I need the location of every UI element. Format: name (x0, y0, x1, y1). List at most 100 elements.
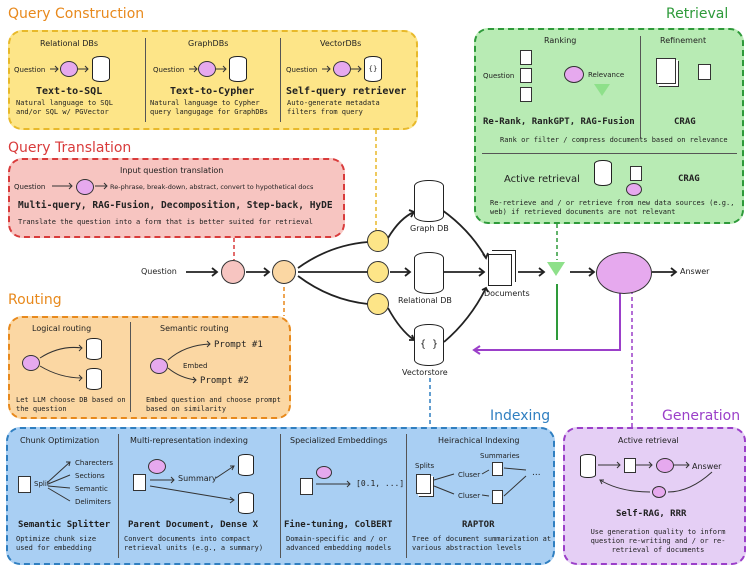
specialized-embeddings-header: Specialized Embeddings (290, 436, 388, 445)
query-translation-panel (8, 158, 345, 238)
ranking-header: Ranking (544, 36, 577, 45)
qt-methods: Multi-query, RAG-Fusion, Decomposition, … (18, 200, 333, 211)
multi-representation-header: Multi-representation indexing (130, 436, 248, 445)
logical-routing-header: Logical routing (32, 324, 92, 333)
splits-label: Splits (415, 462, 435, 470)
hierarchical-ellipsis: ... (532, 468, 541, 478)
self-query-desc: Auto-generate metadata filters from quer… (287, 99, 380, 116)
database-icon-sql (92, 56, 110, 82)
refinement-header: Refinement (660, 36, 707, 45)
active-retrieval-header: Active retrieval (504, 174, 580, 185)
query-construction-title: Query Construction (8, 6, 145, 22)
chunk-desc: Optimize chunk size used for embedding (16, 535, 97, 552)
vector-database-icon-qc: {} (364, 56, 382, 82)
graph-database-icon-routing (86, 368, 102, 390)
document-stack-icon-hierarchical (416, 474, 431, 494)
database-icon-active-retrieval (594, 160, 612, 186)
retrieval-title: Retrieval (666, 6, 729, 22)
filter-icon-ranking (594, 84, 610, 96)
database-icon-generation (580, 454, 596, 478)
document-icon-multirep (133, 474, 146, 491)
refinement-crag-label: CRAG (674, 117, 696, 127)
text-to-cypher-desc: Natural language to Cypher query languga… (150, 99, 269, 116)
documents-label: Documents (484, 289, 530, 298)
qc-question-label-3: Question (286, 66, 318, 74)
chunk-optimization-header: Chunk Optimization (20, 436, 100, 445)
brain-icon-qc-2 (198, 61, 216, 77)
fine-tuning-label: Fine-tuning, ColBERT (284, 520, 393, 530)
chunk-item-sections: Sections (75, 472, 105, 480)
parent-document-label: Parent Document, Dense X (128, 520, 259, 530)
retrieval-panel (474, 28, 744, 224)
multirep-desc: Convert documents into compact retrieval… (124, 535, 264, 552)
prompt-2-label: Prompt #2 (200, 376, 249, 386)
qt-question-label: Question (14, 183, 46, 191)
brain-icon-semantic (150, 358, 168, 374)
indexing-title: Indexing (490, 408, 551, 424)
embedding-vector-label: [0.1, ...] (356, 479, 405, 488)
document-icon-generation (624, 458, 636, 473)
summary-label: Summary (178, 474, 217, 483)
active-retrieval-crag-label: CRAG (678, 174, 700, 184)
vectordbs-header: VectorDBs (320, 39, 362, 48)
generation-active-retrieval-header: Active retrieval (618, 436, 679, 445)
query-translation-node (221, 260, 245, 284)
text-to-sql-desc: Natural language to SQL and/or SQL w/ PG… (16, 99, 113, 116)
text-to-cypher-label: Text-to-Cypher (170, 86, 255, 97)
cluster-label-1: Cluser (458, 471, 481, 479)
active-retrieval-desc: Re-retrieve and / or retrieve from new d… (490, 199, 735, 216)
chunk-item-semantic: Semantic (75, 485, 108, 493)
semantic-splitter-label: Semantic Splitter (18, 520, 111, 530)
brain-icon-embeddings (316, 466, 332, 479)
graph-db-label: Graph DB (410, 224, 449, 233)
graph-db-icon (414, 180, 444, 222)
database-icon-routing-1 (86, 338, 102, 360)
qc-question-label-2: Question (153, 66, 185, 74)
cluster-label-2: Cluser (458, 492, 481, 500)
text-to-sql-label: Text-to-SQL (36, 86, 103, 97)
filter-icon-main (547, 262, 565, 276)
document-stack-icon-refinement (656, 58, 676, 84)
query-translation-title: Query Translation (8, 140, 132, 156)
document-icon-active-retrieval (630, 166, 642, 181)
qt-flow-text: Re-phrase, break-down, abstract, convert… (110, 183, 314, 191)
vector-database-icon-multirep (238, 454, 254, 476)
semantic-routing-header: Semantic routing (160, 324, 229, 333)
relational-dbs-header: Relational DBs (40, 39, 99, 48)
database-icon-multirep (238, 492, 254, 514)
qc-question-label-1: Question (14, 66, 46, 74)
vectorstore-label: Vectorstore (402, 368, 448, 377)
routing-panel (8, 316, 291, 419)
brain-icon-ranking (564, 66, 584, 83)
graphdbs-header: GraphDBs (188, 39, 229, 48)
brain-icon-generation-feedback (652, 486, 666, 498)
routing-node (272, 260, 296, 284)
brain-icon-active-retrieval (626, 183, 642, 196)
graph-database-icon-qc (229, 56, 247, 82)
document-icon-embeddings (300, 478, 313, 495)
hierarchical-indexing-header: Heirachical Indexing (438, 436, 520, 445)
self-rag-label: Self-RAG, RRR (616, 509, 687, 519)
qt-desc: Translate the question into a form that … (18, 218, 314, 226)
routing-title: Routing (8, 292, 62, 308)
document-icon-summary-1 (492, 462, 503, 476)
brain-icon-multirep (148, 459, 166, 474)
embed-label: Embed (183, 362, 208, 370)
brain-icon-main (596, 252, 652, 294)
vectorstore-icon: { } (414, 324, 444, 366)
document-icon-summary-2 (492, 490, 503, 504)
chunk-item-delimiters: Delimiters (75, 498, 111, 506)
input-question-translation-header: Input question translation (120, 166, 224, 175)
raptor-label: RAPTOR (462, 520, 495, 530)
embeddings-desc: Domain-specific and / or advanced embedd… (286, 535, 392, 552)
documents-icon (488, 254, 512, 286)
generation-answer-label: Answer (692, 462, 722, 471)
query-construction-node-3 (367, 293, 389, 315)
document-icon-rank-3 (520, 87, 532, 102)
chunk-split-label: Split (34, 480, 50, 488)
semantic-routing-desc: Embed question and choose prompt based o… (146, 396, 281, 413)
